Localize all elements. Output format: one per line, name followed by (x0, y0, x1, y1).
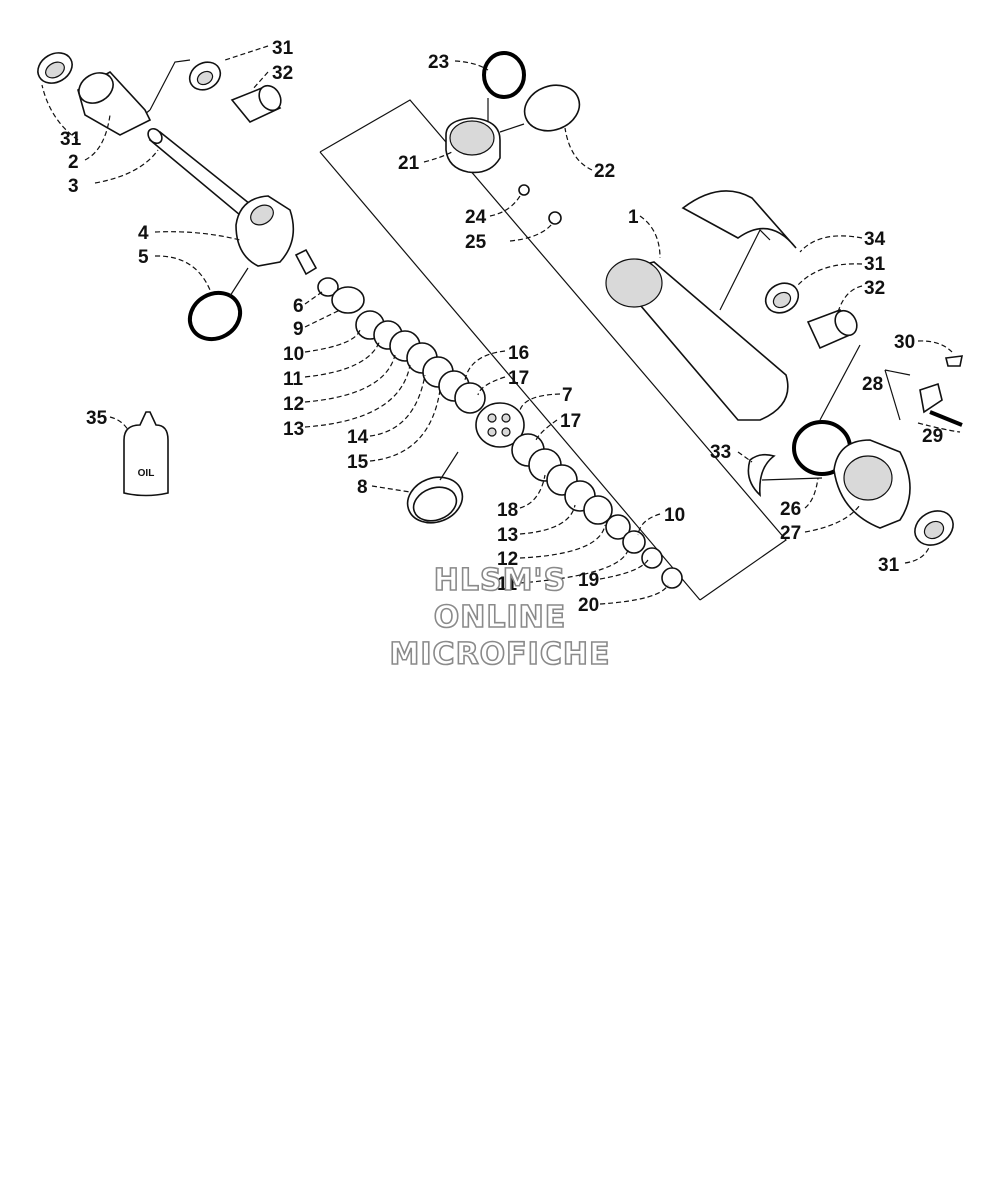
callout-19: 19 (578, 570, 599, 591)
callout-11-a: 11 (283, 369, 304, 390)
callout-18: 18 (497, 500, 518, 521)
callout-31-c: 31 (864, 254, 886, 275)
valve-stack-upper (317, 277, 486, 414)
callout-11-b: 11 (497, 574, 518, 595)
eyelet-2 (77, 70, 152, 136)
sleeve-32-upper (230, 84, 282, 123)
bushing-31-lower (914, 510, 954, 546)
oil-bottle-35: OIL (123, 411, 169, 497)
watermark-line-1: HLSM'S (434, 563, 566, 598)
callout-8: 8 (357, 477, 368, 498)
callout-29: 29 (922, 426, 943, 447)
sleeve-32-reservoir (806, 308, 858, 350)
valve-stack-lower (511, 433, 683, 589)
callout-5: 5 (138, 247, 149, 268)
oring-5 (187, 290, 243, 342)
callout-2: 2 (68, 152, 79, 173)
callout-20: 20 (578, 595, 599, 616)
piston-rod-group-bracket (319, 99, 787, 601)
callout-6: 6 (293, 296, 304, 317)
callout-4: 4 (138, 223, 149, 244)
band-8 (406, 476, 464, 524)
valve-25 (548, 211, 562, 225)
callout-7: 7 (562, 385, 573, 406)
callout-10-b: 10 (664, 505, 685, 526)
ring-22 (523, 84, 581, 132)
callout-labels: 31 2 3 31 32 4 5 6 9 10 11 12 13 14 15 1… (60, 38, 943, 616)
leader-lines (41, 45, 961, 605)
callout-31-a: 31 (60, 129, 82, 150)
bushing-31-reservoir (764, 282, 800, 314)
callout-15: 15 (347, 452, 369, 473)
callout-22: 22 (594, 161, 615, 182)
solid-leader-lines (229, 98, 911, 481)
callout-28: 28 (862, 374, 883, 395)
oring-24 (518, 184, 530, 196)
valve-28 (919, 382, 943, 414)
callout-14: 14 (347, 427, 369, 448)
seal-head-4 (235, 195, 295, 267)
bushing-31-upper (188, 61, 222, 91)
callout-12-a: 12 (283, 394, 304, 415)
oring-23 (482, 51, 526, 99)
body-1 (605, 258, 789, 421)
callout-21: 21 (398, 153, 420, 174)
callout-12-b: 12 (497, 549, 518, 570)
callout-26: 26 (780, 499, 801, 520)
callout-10-a: 10 (283, 344, 304, 365)
callout-13-b: 13 (497, 525, 518, 546)
callout-17-a: 17 (508, 368, 529, 389)
oil-bottle-label: OIL (138, 468, 155, 479)
cap-21 (445, 117, 501, 174)
piston-7 (475, 402, 525, 448)
watermark-line-3: MICROFICHE (390, 637, 611, 672)
bumper-33 (747, 453, 776, 497)
callout-25: 25 (465, 232, 487, 253)
eyelet-27 (833, 439, 911, 529)
decal-34 (681, 190, 797, 249)
watermark: HLSM'S ONLINE MICROFICHE (389, 562, 611, 673)
callout-27: 27 (780, 523, 801, 544)
screw-30 (945, 355, 964, 367)
bushing-31-top-left (37, 52, 73, 84)
callout-31-d: 31 (878, 555, 900, 576)
callout-1: 1 (628, 207, 639, 228)
callout-32-b: 32 (864, 278, 885, 299)
rod-thread (294, 248, 318, 276)
upper-bracket (139, 59, 191, 119)
callout-34: 34 (864, 229, 886, 250)
callout-35: 35 (86, 408, 108, 429)
pin-29 (929, 410, 963, 427)
callout-9: 9 (293, 319, 304, 340)
callout-32-a: 32 (272, 63, 293, 84)
watermark-line-2: ONLINE (434, 600, 567, 635)
callout-13-a: 13 (283, 419, 304, 440)
callout-3: 3 (68, 176, 79, 197)
callout-30: 30 (894, 332, 915, 353)
callout-17-b: 17 (560, 411, 581, 432)
reservoir-bracket (719, 228, 771, 311)
callout-23: 23 (428, 52, 449, 73)
callout-31-b: 31 (272, 38, 294, 59)
callout-24: 24 (465, 207, 487, 228)
callout-33: 33 (710, 442, 731, 463)
callout-16: 16 (508, 343, 529, 364)
